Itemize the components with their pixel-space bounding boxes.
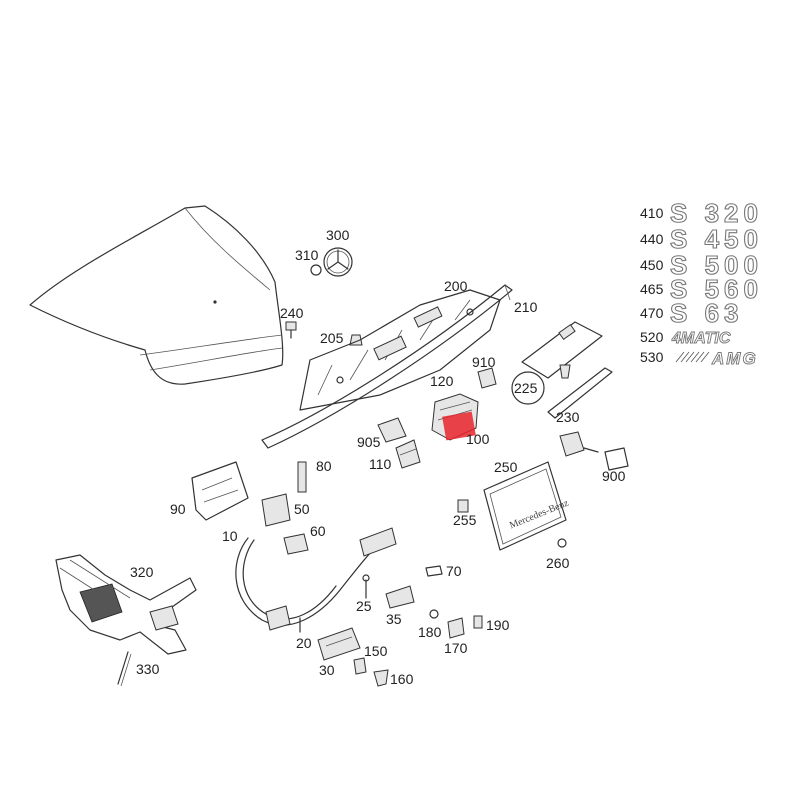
part-160 (373, 669, 389, 687)
connector-905 (377, 417, 407, 443)
motor-assembly-320 (55, 554, 197, 655)
part-label-100: 100 (466, 431, 490, 447)
part-label-910: 910 (472, 354, 496, 370)
part-label-110: 110 (369, 456, 392, 472)
rod-330 (117, 651, 132, 687)
part-label-255: 255 (453, 512, 477, 528)
part-label-60: 60 (310, 523, 326, 539)
badge-number-530: 530 (640, 349, 664, 365)
badge-number-410: 410 (640, 205, 664, 221)
clip-255 (457, 499, 469, 513)
trim-panel (261, 284, 513, 449)
badge-number-470: 470 (640, 305, 664, 321)
block-910 (477, 367, 497, 389)
part-label-70: 70 (446, 563, 462, 579)
clip-240 (285, 321, 297, 339)
trunk-lid (29, 205, 284, 385)
badge-s560: S 560 (670, 274, 763, 304)
model-badges: 410 S 320 440 S 450 450 S 500 465 S 560 … (640, 197, 763, 368)
part-label-120: 120 (430, 373, 454, 389)
part-label-260: 260 (546, 555, 570, 571)
part-label-300: 300 (326, 227, 350, 243)
part-label-330: 330 (136, 661, 160, 677)
badge-s500: S 500 (670, 250, 763, 280)
latch-60 (283, 533, 309, 555)
cover-90 (191, 461, 249, 521)
part-label-200: 200 (444, 278, 468, 294)
plate-225 (511, 321, 613, 419)
license-plate: Mercedes-Benz (483, 461, 571, 551)
part-label-30: 30 (319, 662, 335, 678)
cap-900 (604, 447, 629, 471)
badge-number-465: 465 (640, 281, 664, 297)
part-label-50: 50 (294, 501, 310, 517)
part-label-90: 90 (170, 501, 186, 517)
badge-s450: S 450 (670, 224, 763, 254)
part-label-160: 160 (390, 671, 414, 687)
rod-80 (297, 461, 307, 493)
part-label-240: 240 (280, 305, 304, 321)
badge-s63: S 63 (670, 298, 744, 328)
badge-s320: S 320 (670, 198, 763, 228)
highlight-marker (442, 411, 476, 441)
part-label-170: 170 (444, 640, 468, 656)
part-label-35: 35 (386, 611, 402, 627)
badge-number-440: 440 (640, 231, 664, 247)
part-label-210: 210 (514, 299, 538, 315)
part-label-230: 230 (556, 409, 580, 425)
badge-number-520: 520 (640, 329, 664, 345)
clip-70 (425, 565, 443, 577)
lock-actuator (431, 393, 479, 441)
part-label-225: 225 (514, 380, 538, 396)
part-label-190: 190 (486, 617, 510, 633)
part-170 (447, 617, 465, 639)
part-label-905: 905 (357, 434, 381, 450)
badge-4matic: 4MATIC (671, 330, 731, 347)
badge-amg: AMG (711, 349, 758, 368)
latch-50 (261, 493, 291, 527)
plate-text: Mercedes-Benz (508, 497, 571, 531)
hinge-35 (385, 585, 415, 609)
screw-260 (557, 538, 567, 548)
part-label-320: 320 (130, 564, 154, 580)
part-label-150: 150 (364, 643, 388, 659)
part-label-900: 900 (602, 468, 626, 484)
part-190 (473, 615, 483, 629)
pin-25 (362, 574, 370, 599)
badge-number-450: 450 (640, 257, 664, 273)
part-label-180: 180 (418, 624, 442, 640)
part-label-310: 310 (295, 247, 319, 263)
part-label-25: 25 (356, 598, 372, 614)
lock-30 (317, 627, 361, 661)
switch-230 (559, 431, 599, 457)
star-emblem (310, 247, 353, 277)
part-180 (429, 609, 439, 619)
part-150 (353, 657, 367, 675)
bracket-110 (395, 439, 421, 469)
amg-stripes-icon (675, 351, 710, 363)
part-label-80: 80 (316, 458, 332, 474)
cable-10 (235, 527, 397, 631)
part-label-10: 10 (222, 528, 238, 544)
part-label-205: 205 (320, 330, 344, 346)
part-label-20: 20 (296, 635, 312, 651)
part-label-250: 250 (494, 459, 518, 475)
